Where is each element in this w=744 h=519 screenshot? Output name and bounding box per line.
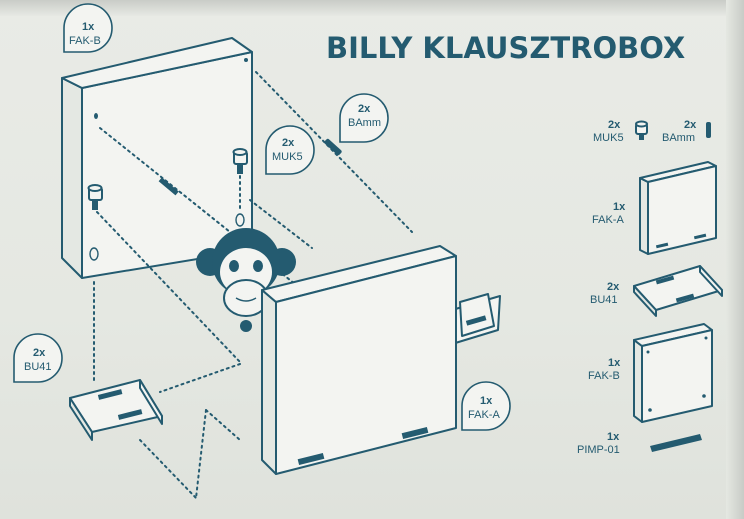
callout-bu41: 2x BU41 [13, 333, 63, 383]
callout-label: BU41 [24, 361, 52, 373]
hole [235, 213, 245, 227]
callout-count: 2x [358, 103, 371, 115]
callout-count: 1x [480, 395, 493, 407]
callout-count: 2x [33, 347, 46, 359]
part-fak-a: 1x FAK-A [592, 161, 717, 255]
callout-muk5: 2x MUK5 [265, 125, 315, 175]
callout-count: 2x [282, 137, 295, 149]
callout-label: MUK5 [272, 151, 303, 163]
hole [89, 247, 99, 261]
part-muk5: 2x MUK5 [593, 119, 648, 144]
part-label: MUK5 [593, 132, 624, 144]
part-count: 1x [608, 357, 621, 369]
part-label: FAK-B [588, 370, 620, 382]
part-label: PIMP-01 [577, 444, 620, 456]
callout-bamm: 2x BAmm [339, 93, 389, 143]
panel-fak-a [261, 245, 457, 475]
callout-fak-b: 1x FAK-B [63, 3, 113, 53]
part-bamm: 2x BAmm [662, 119, 711, 144]
part-label: FAK-A [592, 214, 624, 226]
part-label: BAmm [662, 132, 695, 144]
panel-fak-b [61, 37, 253, 279]
parts-list: 2x MUK5 2x BAmm 1x FAK-A 2x BU41 [577, 119, 723, 456]
part-count: 1x [607, 431, 620, 443]
monkey-mascot [196, 228, 296, 332]
bracket-bu41-right [451, 293, 501, 345]
part-count: 2x [608, 119, 621, 131]
dowel [158, 177, 179, 196]
callout-fak-a: 1x FAK-A [461, 381, 511, 431]
part-pimp-01: 1x PIMP-01 [577, 431, 702, 456]
bracket-bu41-left [69, 379, 163, 441]
part-bu41: 2x BU41 [590, 265, 723, 317]
part-count: 1x [613, 201, 626, 213]
part-label: BU41 [590, 294, 618, 306]
callout-label: BAmm [348, 117, 381, 129]
part-fak-b: 1x FAK-B [588, 323, 713, 423]
callout-count: 1x [82, 21, 95, 33]
page-title: BILLY KLAUSZTROBOX [326, 31, 685, 65]
muk5-screw [87, 184, 103, 210]
callout-label: FAK-B [69, 35, 101, 47]
part-count: 2x [607, 281, 620, 293]
callout-label: FAK-A [468, 409, 500, 421]
bamm-dowel [324, 138, 342, 156]
muk5-screw [232, 148, 248, 174]
part-count: 2x [684, 119, 697, 131]
